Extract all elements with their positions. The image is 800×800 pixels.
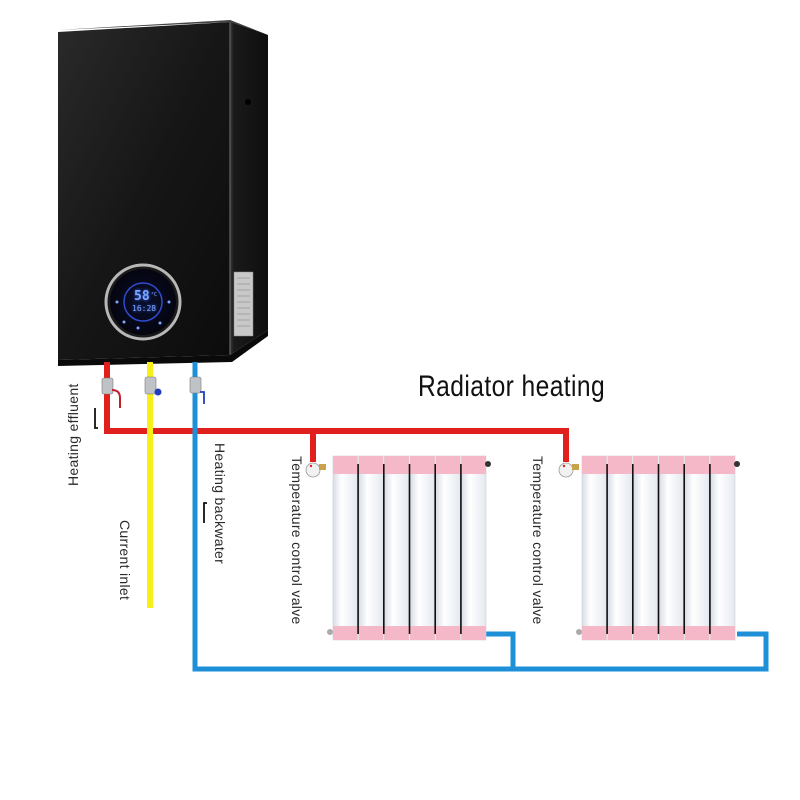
radiator-section-top-cap bbox=[410, 456, 435, 474]
radiator-section-top-cap bbox=[633, 456, 658, 474]
boiler-front-panel bbox=[58, 22, 230, 360]
radiator-section bbox=[658, 455, 684, 641]
radiator-drain-plug-icon bbox=[576, 629, 582, 635]
supply-pipe bbox=[104, 362, 569, 462]
boiler-rating-label bbox=[233, 271, 254, 337]
display-temperature: 58 bbox=[134, 289, 150, 304]
valve-knob-icon bbox=[305, 462, 321, 478]
supply-valve[interactable] bbox=[101, 377, 121, 408]
label-heating-effluent: Heating effluent bbox=[65, 383, 81, 486]
radiators bbox=[305, 455, 740, 641]
radiator-section-top-cap bbox=[607, 456, 633, 474]
radiator-air-vent-icon bbox=[734, 461, 740, 467]
right-radiator bbox=[558, 455, 740, 641]
return-valve[interactable] bbox=[189, 376, 205, 404]
radiator-section-top-cap bbox=[582, 456, 607, 474]
rating-label-text-lines bbox=[237, 277, 250, 327]
radiator-section-bottom-cap bbox=[633, 626, 658, 640]
radiator-section-top-cap bbox=[384, 456, 409, 474]
label-temperature-control-valve-right: Temperature control valve bbox=[530, 456, 546, 625]
radiator-section-top-cap bbox=[684, 456, 710, 474]
boiler-side-panel bbox=[230, 20, 268, 355]
pipes bbox=[94, 362, 769, 672]
radiator-drain-plug-icon bbox=[327, 629, 333, 635]
radiator-section bbox=[358, 455, 384, 641]
valve-indicator-dot bbox=[309, 464, 313, 468]
radiator-section-bottom-cap bbox=[684, 626, 710, 640]
radiator-section-top-cap bbox=[333, 456, 358, 474]
display-button-bottom-right[interactable] bbox=[158, 321, 162, 325]
radiator-section bbox=[710, 455, 736, 641]
label-temperature-control-valve-left: Temperature control valve bbox=[289, 456, 305, 625]
control-display[interactable] bbox=[104, 263, 182, 341]
valve-knob-icon bbox=[558, 462, 574, 478]
valve-connector bbox=[319, 464, 326, 470]
diagram-title: Radiator heating bbox=[418, 370, 606, 403]
radiator-section bbox=[409, 455, 435, 641]
radiator-section-bottom-cap bbox=[710, 626, 735, 640]
display-time: 16:28 bbox=[132, 304, 157, 313]
radiator-section-top-cap bbox=[461, 456, 486, 474]
display-button-power[interactable] bbox=[136, 326, 140, 330]
valve-connector bbox=[572, 464, 579, 470]
temperature-control-valve[interactable] bbox=[305, 462, 326, 478]
return-pipe bbox=[192, 362, 769, 672]
radiator-section-bottom-cap bbox=[384, 626, 409, 640]
radiator-section-bottom-cap bbox=[435, 626, 461, 640]
radiator-section-bottom-cap bbox=[410, 626, 435, 640]
temperature-control-valve[interactable] bbox=[558, 462, 579, 478]
display-temperature-unit: °C bbox=[151, 292, 158, 298]
radiator-section bbox=[581, 455, 607, 641]
radiator-section bbox=[332, 455, 358, 641]
valve-indicator-dot bbox=[562, 464, 566, 468]
left-radiator bbox=[305, 455, 491, 641]
boiler-side-port bbox=[245, 99, 251, 105]
electric-boiler bbox=[58, 20, 268, 366]
display-button-bottom-left[interactable] bbox=[122, 320, 126, 324]
boiler-bottom bbox=[58, 330, 268, 366]
radiator-section bbox=[461, 455, 487, 641]
radiator-section bbox=[384, 455, 410, 641]
backwater-flow-arrow bbox=[203, 502, 207, 523]
radiator-section-top-cap bbox=[659, 456, 684, 474]
inlet-valve[interactable] bbox=[144, 376, 162, 396]
radiator-section bbox=[435, 455, 461, 641]
radiator-section-bottom-cap bbox=[333, 626, 358, 640]
label-heating-backwater: Heating backwater bbox=[212, 443, 228, 565]
radiator-section bbox=[633, 455, 659, 641]
radiator-section-bottom-cap bbox=[461, 626, 486, 640]
radiator-section-bottom-cap bbox=[659, 626, 684, 640]
display-button-right[interactable] bbox=[167, 300, 171, 304]
radiator-air-vent-icon bbox=[485, 461, 491, 467]
label-current-inlet: Current inlet bbox=[117, 520, 133, 601]
radiator-section bbox=[607, 455, 633, 641]
radiator-section-bottom-cap bbox=[582, 626, 607, 640]
radiator-section-top-cap bbox=[435, 456, 461, 474]
radiator-section-bottom-cap bbox=[358, 626, 384, 640]
radiator-section-top-cap bbox=[358, 456, 384, 474]
display-button-left[interactable] bbox=[115, 300, 119, 304]
effluent-flow-arrow bbox=[94, 408, 98, 429]
radiator-section-top-cap bbox=[710, 456, 735, 474]
radiator-section-bottom-cap bbox=[607, 626, 633, 640]
radiator-section bbox=[684, 455, 710, 641]
